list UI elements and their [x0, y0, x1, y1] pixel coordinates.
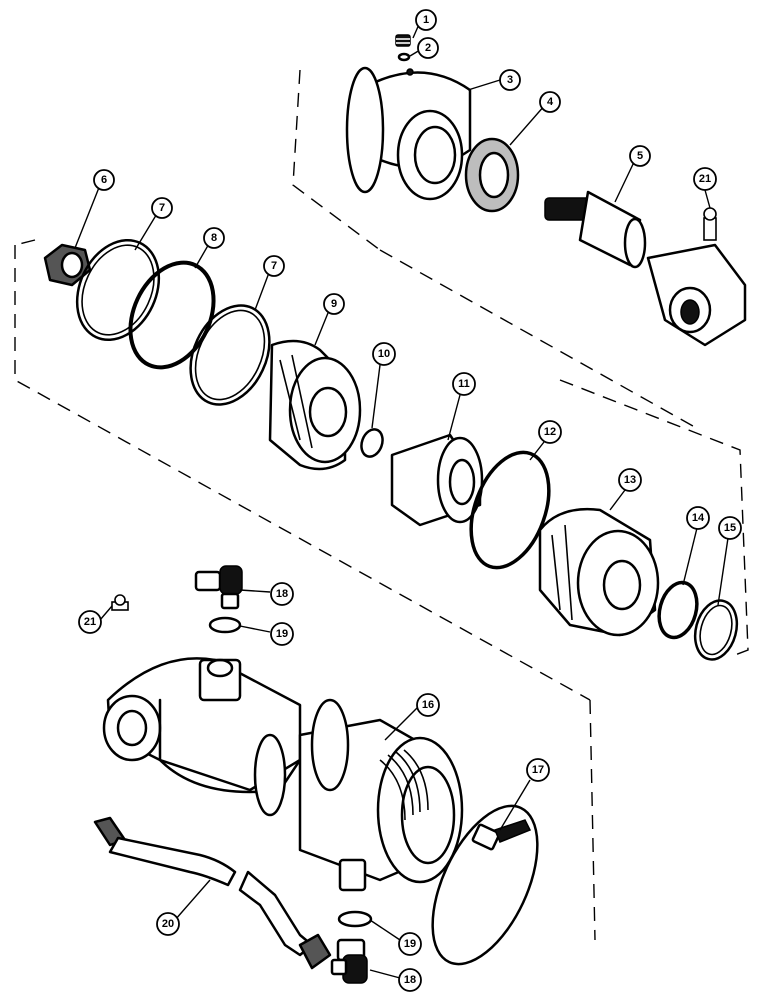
part-grease-fitting-lower [111, 594, 129, 611]
callout-14: 14 [686, 506, 710, 530]
callout-6: 6 [93, 169, 115, 191]
part-backup-ring-left [75, 238, 161, 342]
callout-18-lower: 18 [398, 968, 422, 992]
callout-18-upper: 18 [270, 582, 294, 606]
part-head-backup-ring [693, 599, 739, 661]
part-spacer [390, 433, 484, 527]
callout-10: 10 [372, 342, 396, 366]
part-cylinder-barrel [102, 657, 464, 892]
part-washer-lower [337, 910, 373, 928]
callout-3: 3 [499, 69, 521, 91]
svg-text:15: 15 [724, 522, 736, 534]
part-tube [93, 816, 332, 970]
part-head [538, 508, 660, 637]
callout-19-lower: 19 [398, 932, 422, 956]
callout-17: 17 [526, 758, 550, 782]
part-o-ring-8 [128, 260, 216, 370]
callout-15: 15 [718, 516, 742, 540]
callout-21-lower: 21 [78, 610, 102, 634]
piston-group-outline [14, 239, 749, 941]
svg-text:21: 21 [84, 616, 96, 628]
part-set-screw [395, 34, 411, 47]
svg-text:18: 18 [276, 588, 288, 600]
part-gland [345, 66, 472, 201]
part-small-washer [397, 52, 411, 62]
part-backup-ring-right-inner [194, 309, 266, 401]
callout-12: 12 [538, 420, 562, 444]
callout-8: 8 [203, 227, 225, 249]
callout-13: 13 [618, 468, 642, 492]
svg-text:21: 21 [699, 173, 711, 185]
svg-text:3: 3 [507, 74, 513, 86]
callout-7-left: 7 [151, 197, 173, 219]
part-rod-seal [464, 137, 520, 213]
leader-lines [74, 21, 729, 979]
callout-11: 11 [452, 372, 476, 396]
svg-text:16: 16 [422, 699, 434, 711]
svg-text:10: 10 [378, 348, 390, 360]
callout-5: 5 [629, 145, 651, 167]
svg-text:4: 4 [547, 96, 554, 108]
part-hose-clamp [431, 804, 539, 966]
svg-text:7: 7 [271, 260, 277, 272]
svg-text:2: 2 [425, 42, 431, 54]
part-small-o-ring [360, 428, 384, 458]
callout-21-upper: 21 [693, 167, 717, 191]
callout-9: 9 [323, 293, 345, 315]
part-backup-ring-right [189, 304, 271, 406]
svg-text:12: 12 [544, 426, 556, 438]
svg-text:6: 6 [101, 174, 107, 186]
part-rod-end [544, 190, 747, 347]
svg-text:5: 5 [637, 150, 643, 162]
callout-2: 2 [417, 37, 439, 59]
svg-text:8: 8 [211, 232, 217, 244]
part-hex-nut [43, 243, 92, 287]
svg-text:14: 14 [692, 512, 705, 524]
svg-text:18: 18 [404, 974, 416, 986]
part-large-o-ring [469, 450, 551, 570]
svg-text:19: 19 [404, 938, 416, 950]
part-washer-upper [208, 616, 242, 634]
svg-text:7: 7 [159, 202, 165, 214]
svg-text:1: 1 [423, 14, 429, 26]
svg-text:13: 13 [624, 474, 636, 486]
callout-19-upper: 19 [270, 622, 294, 646]
svg-text:19: 19 [276, 628, 288, 640]
part-elbow-fitting-lower [330, 938, 368, 984]
rod-end-group-outline [292, 69, 701, 431]
part-piston [268, 339, 362, 471]
svg-text:9: 9 [331, 298, 337, 310]
part-elbow-fitting-upper [194, 565, 243, 610]
svg-text:11: 11 [458, 378, 470, 390]
callout-20: 20 [156, 912, 180, 936]
part-head-o-ring [657, 580, 699, 640]
part-backup-ring-left-inner [81, 244, 155, 336]
svg-text:17: 17 [532, 764, 544, 776]
callout-1: 1 [415, 9, 437, 31]
part-grease-fitting-upper [703, 207, 717, 241]
callout-4: 4 [539, 91, 561, 113]
callout-7-right: 7 [263, 255, 285, 277]
svg-text:20: 20 [162, 918, 174, 930]
callout-16: 16 [416, 693, 440, 717]
part-head-backup-ring-inner [699, 604, 733, 656]
